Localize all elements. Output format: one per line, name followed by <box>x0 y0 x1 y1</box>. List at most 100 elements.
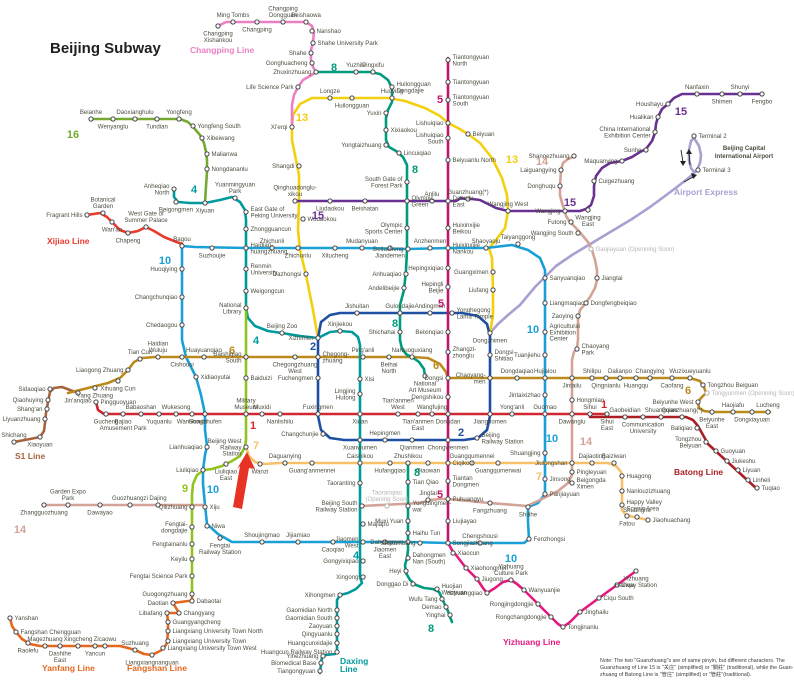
line-label-15: 15 <box>312 210 324 222</box>
station-label-zhongguancun: Zhongguancun <box>251 226 292 233</box>
station-label-yongfeng-south: Yongfeng South <box>198 123 241 130</box>
airport-loop-arrow-1 <box>688 152 691 166</box>
station-beishatan <box>362 198 368 204</box>
station-dongdaqiao <box>514 375 520 381</box>
airport-loop-arrow-2 <box>683 176 694 183</box>
station-label-jintailu: Jintailu <box>563 383 582 390</box>
station-xi-erqi <box>289 124 295 130</box>
station-yongtaizhuang <box>383 142 389 148</box>
station-fengtainanlu <box>189 541 195 547</box>
station-anlilu <box>429 198 435 204</box>
station-label-qilizhuang: Qilizhuang <box>159 504 188 511</box>
line-path-airport-express <box>488 136 703 335</box>
note-line-1: Note: The two "Guanzhuang"s are of same … <box>600 658 785 664</box>
station-chongwenmen <box>445 437 451 443</box>
station-haidian-wuluju <box>155 354 161 360</box>
station-label-life-science-park: Life Science Park <box>246 84 294 91</box>
station-beiyunhe-east <box>709 409 715 415</box>
station-label-beixinqiao: Beixinqiao <box>415 329 444 336</box>
station-guang-anmennei <box>309 460 315 466</box>
station-happy-valley-scenic-area <box>619 502 625 508</box>
station-qinghuadonglu-xikou <box>292 198 298 204</box>
station-label-huangqu: Huangqu <box>624 383 649 390</box>
station-terminal-3 <box>695 167 701 173</box>
station-shilihe <box>525 504 531 510</box>
station-houshayu <box>665 101 671 107</box>
station-label-huilongguan: Huilongguan <box>335 103 369 110</box>
station-label-wudaokou: Wudaokou <box>308 216 337 223</box>
station-huoying <box>389 95 395 101</box>
station-label-baiziwan: Baiziwan <box>602 453 626 460</box>
station-shiliuzhuang <box>417 540 423 546</box>
station-label-xihongmen: Xihongmen <box>305 592 336 599</box>
station-label-sunhe: Sunhe <box>624 147 642 154</box>
station-label-xisi: Xisi <box>365 376 375 383</box>
station-label-biomedical-base: Biomedical Base <box>271 660 317 667</box>
station-dajing <box>155 502 161 508</box>
station-label-donggao-di: Donggao Di <box>376 581 408 588</box>
station-label-qianmen: Qianmen <box>400 445 425 452</box>
station-east-gate-of-peking-university <box>243 209 249 215</box>
station-beijing-zoo <box>279 330 285 336</box>
station-guomao <box>542 411 548 417</box>
station-haihu-tun <box>405 530 411 536</box>
station-label-changchunjie: Changchunjie <box>281 431 319 438</box>
station-qilizhuang <box>189 504 195 510</box>
station-label-liujiayao: Liujiayao <box>453 518 478 525</box>
line-label-batong-line: Batong Line <box>674 467 723 477</box>
station-label-xinjiekou: Xinjiekou <box>328 321 353 328</box>
station-panjiayuan <box>542 491 548 497</box>
station-pingleyuan <box>569 469 575 475</box>
station-gongyixiqiao <box>360 558 366 564</box>
station-label-haojiafu: Haojiafu <box>722 402 744 409</box>
station-label-shoujingmao: Shoujingmao <box>244 532 280 539</box>
station-anheqiao-north <box>171 186 177 192</box>
station-maquanying <box>619 158 625 164</box>
station-dabaotai <box>189 598 195 604</box>
station-label-zhichunli: Zhichunli <box>260 238 284 245</box>
station-label-huayuanqiao: Huayuanqiao <box>186 347 223 354</box>
station-zhuxinzhuang <box>313 69 319 75</box>
station-label-xingong: Xingong <box>336 574 358 581</box>
station-label-qiaowan: Qiaowan <box>416 468 440 475</box>
line-label-10: 10 <box>546 433 558 445</box>
station-xingong <box>360 574 366 580</box>
station-xuanwumen <box>357 437 363 443</box>
station-beigongmen <box>173 199 179 205</box>
station-liaogong-zhuang <box>125 367 131 373</box>
station-label-pingguoyuan: Pingguoyuan <box>101 399 137 406</box>
station-dongsi <box>445 375 451 381</box>
station-label-wanyuanjie: Wanyuanjie <box>529 587 561 594</box>
stations-layer <box>7 19 771 674</box>
station-label-pingxifu: Pingxifu <box>362 62 384 69</box>
station-label-xiaocun: Xiaocun <box>458 550 480 557</box>
station-label-haihu-tun: Haihu Tun <box>413 530 441 537</box>
station-changchunjie <box>320 431 326 437</box>
line-label-2: 2 <box>458 427 464 439</box>
station-jianguomen <box>487 411 493 417</box>
station-dengshikou <box>445 394 451 400</box>
station-tian-anmen-east <box>415 411 421 417</box>
station-shichang <box>11 439 17 445</box>
station-label-beishaowa: Beishaowa <box>291 12 321 19</box>
station-tian-qiao <box>405 479 411 485</box>
station-baliqiao <box>694 425 700 431</box>
station-label-guangqumenwai: Guangqumenwai <box>475 468 521 475</box>
station-daoxianghulu <box>132 116 138 122</box>
station-xiaohongmen <box>463 565 469 571</box>
station-jiaohuachang <box>645 517 651 523</box>
station-label-liangxiangnanguan: Liangxiangnanguan <box>125 660 178 667</box>
station-caoqiao <box>330 539 336 545</box>
line-label-8: 8 <box>428 623 434 635</box>
station-fatou <box>624 513 630 519</box>
station-label-dalianpo: Dalianpo <box>608 368 633 375</box>
station-life-science-park <box>295 84 301 90</box>
station-jin-anqiao <box>75 390 81 396</box>
station-label-shahe: Shahe <box>289 50 307 57</box>
